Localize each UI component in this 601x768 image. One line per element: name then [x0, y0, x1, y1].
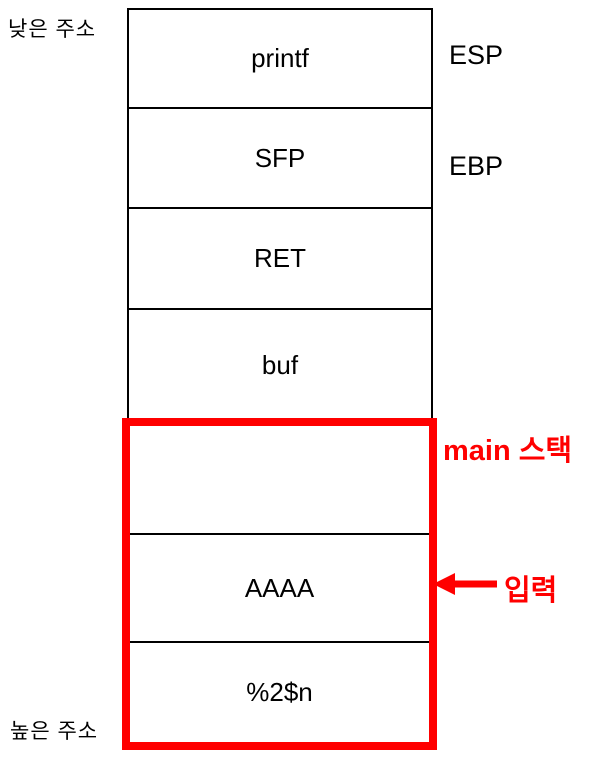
- esp-label: ESP: [449, 40, 504, 70]
- stack-cell-ret: RET: [129, 209, 431, 310]
- stack-cell-format-string-label: %2$n: [246, 677, 313, 707]
- stack-cell-aaaa: AAAA: [130, 533, 429, 641]
- stack-cell-printf-label: printf: [251, 43, 309, 73]
- stack-box: printf SFP RET buf: [127, 8, 433, 420]
- stack-cell-buf: buf: [129, 310, 431, 420]
- stack-cell-ret-label: RET: [254, 243, 306, 273]
- stack-cell-printf: printf: [129, 10, 431, 109]
- input-label: 입력: [504, 575, 558, 607]
- low-address-label: 낮은 주소: [8, 18, 97, 41]
- stack-cell-buf-label: buf: [261, 349, 299, 380]
- high-address-label: 높은 주소: [10, 720, 99, 743]
- input-arrow-icon: [433, 573, 497, 595]
- stack-cell-format-string: %2$n: [130, 641, 429, 742]
- stack-cell-empty: [130, 426, 429, 533]
- main-stack-label: main 스택: [443, 435, 573, 467]
- stack-cell-sfp-label: SFP: [254, 142, 306, 173]
- stack-cell-sfp: SFP: [129, 109, 431, 209]
- ebp-label: EBP: [449, 151, 504, 181]
- main-stack-box: AAAA %2$n: [122, 418, 437, 750]
- stack-cell-aaaa-label: AAAA: [244, 572, 315, 603]
